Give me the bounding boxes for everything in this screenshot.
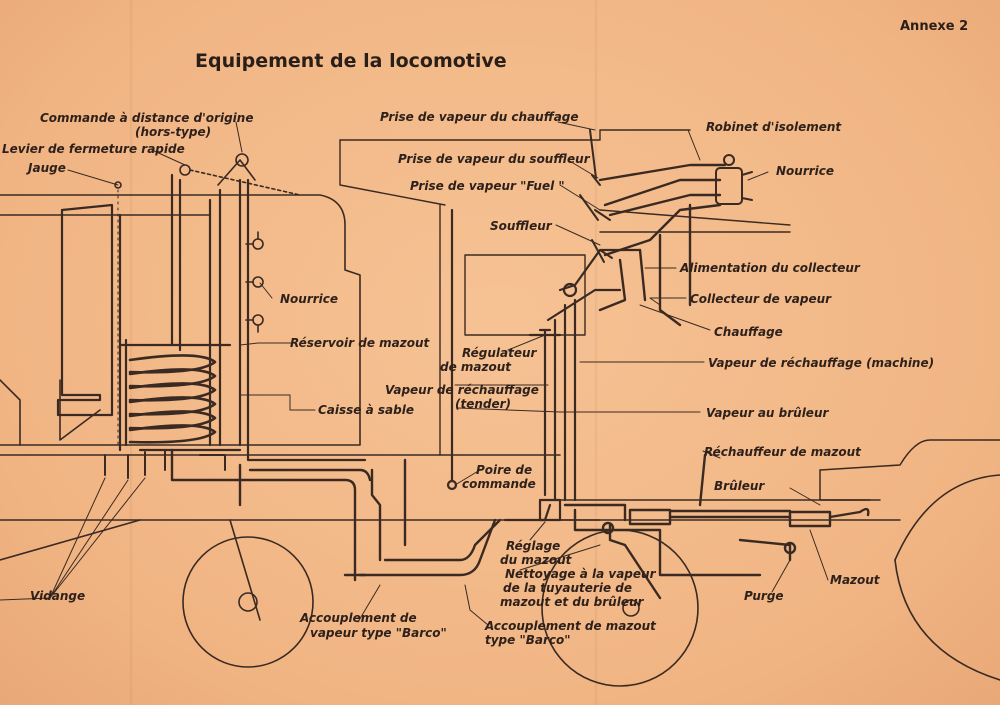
label-reglage-2: du mazout [500,553,573,567]
boiler-front-outline [559,439,1000,521]
label-nourrice-right: Nourrice [776,164,834,178]
steam-manifold [715,154,753,205]
tender-lower-piping [170,448,502,582]
fuel-tank-piping [56,173,367,462]
label-regulateur-1: Régulateur [462,346,538,360]
label-mazout: Mazout [830,573,881,587]
steam-valves [579,129,613,263]
label-regulateur-2: de mazout [440,360,512,374]
label-prise-fuel: Prise de vapeur "Fuel " [410,179,565,193]
label-levier-fermeture: Levier de fermeture rapide [2,142,185,156]
leader-lines [0,121,829,626]
label-purge: Purge [744,589,784,603]
label-nettoyage-2: de la tuyauterie de [503,581,632,595]
label-bruleur: Brûleur [714,479,765,493]
label-prise-chauffage: Prise de vapeur du chauffage [380,110,579,124]
label-alimentation-collecteur: Alimentation du collecteur [679,261,861,275]
drain-taps [104,449,226,479]
cab-outline [339,129,791,456]
label-commande-distance: Commande à distance d'origine [40,111,253,125]
label-robinet-isolement: Robinet d'isolement [706,120,842,134]
label-nettoyage-1: Nettoyage à la vapeur [505,567,657,581]
label-nourrice-left: Nourrice [280,292,338,306]
regulator-assembly [446,208,642,522]
diagram-title: Equipement de la locomotive [195,50,507,72]
label-accouplement-mazout-2: type "Barco" [485,633,571,647]
label-reglage-1: Réglage [506,539,560,553]
label-accouplement-mazout-1: Accouplement de mazout [484,619,657,633]
heating-coil [128,354,217,444]
label-accouplement-vapeur-2: vapeur type "Barco" [310,626,447,640]
label-collecteur-vapeur: Collecteur de vapeur [690,292,832,306]
label-vapeur-rechauffage-tender-1: Vapeur de réchauffage [385,383,539,397]
steam-supply-piping [598,163,727,327]
label-prise-souffleur: Prise de vapeur du souffleur [398,152,591,166]
label-chauffage: Chauffage [714,325,783,339]
label-souffleur: Souffleur [490,219,553,233]
label-vapeur-rechauffage-tender-2: (tender) [455,397,511,411]
label-poire-1: Poire de [476,463,532,477]
label-vidange: Vidange [30,589,85,603]
label-jauge: Jauge [26,161,66,175]
label-reservoir-mazout: Réservoir de mazout [290,336,431,350]
label-caisse-sable: Caisse à sable [318,403,414,417]
left-valves [114,153,301,333]
label-vapeur-rechauffage-machine: Vapeur de réchauffage (machine) [708,356,934,370]
label-hors-type: (hors-type) [135,125,211,139]
annex-label: Annexe 2 [900,19,968,34]
label-rechauffeur-mazout: Réchauffeur de mazout [704,445,862,459]
label-poire-2: commande [462,477,536,491]
label-nettoyage-3: mazout et du brûleur [500,595,644,609]
label-vapeur-bruleur: Vapeur au brûleur [706,406,829,420]
label-accouplement-vapeur-1: Accouplement de [299,611,417,625]
